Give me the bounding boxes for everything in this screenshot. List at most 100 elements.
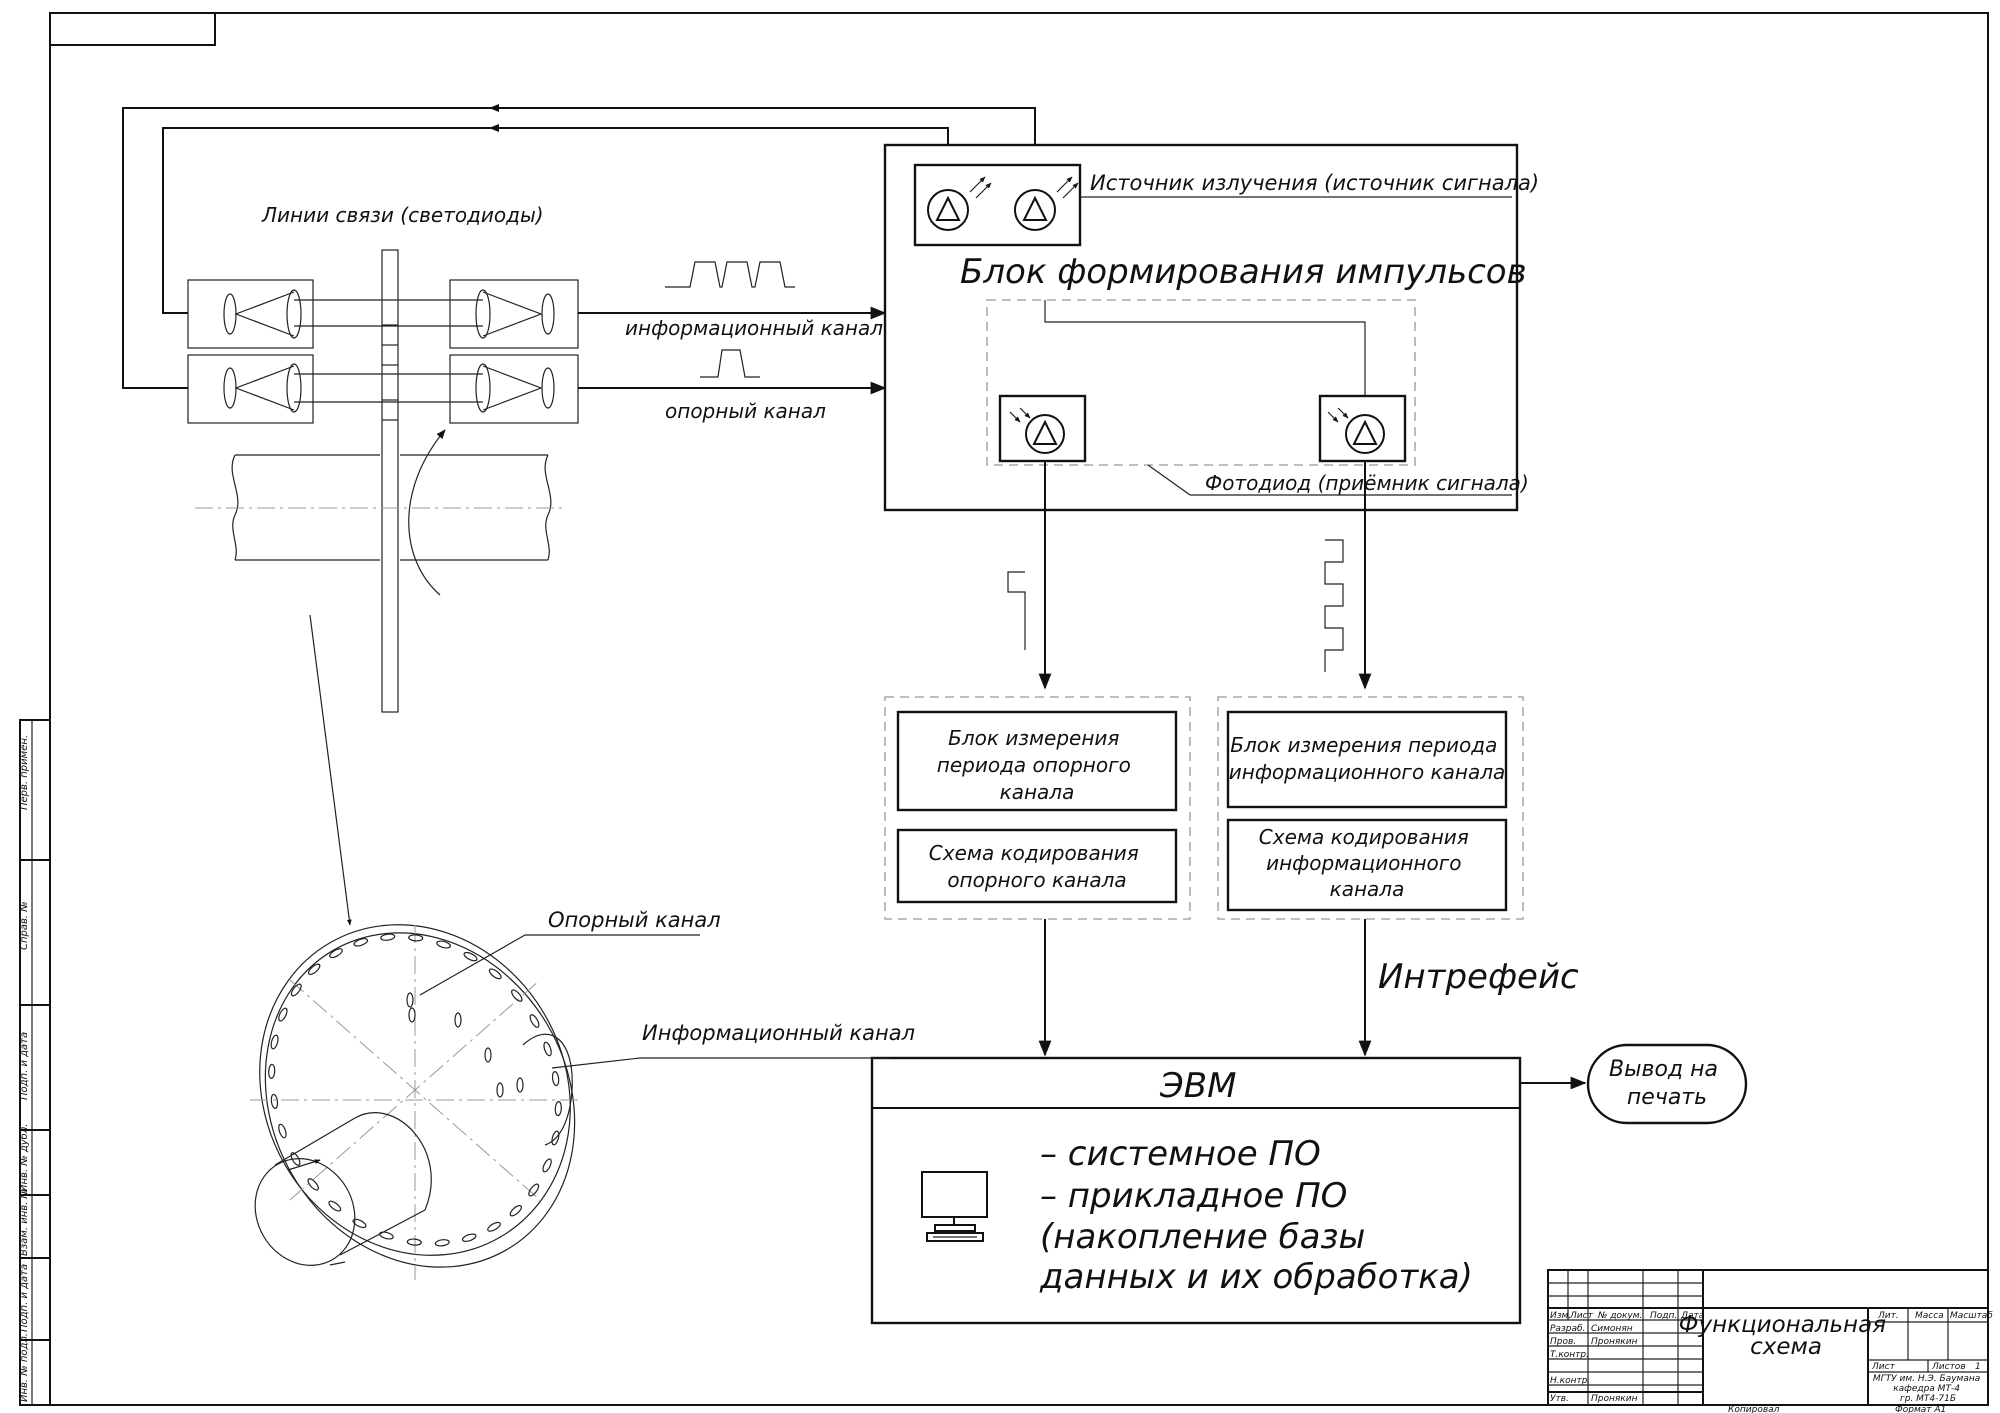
title-block: Изм. Лист № докум. Подп. Дата Разраб. Си… — [1547, 1269, 1993, 1413]
side-stamp-label: Перв. примен. — [19, 735, 30, 810]
source-label: Источник излучения (источник сигнала) — [1090, 171, 1539, 195]
disk-slot — [436, 940, 452, 949]
info-period-text: Блок измерения периода информационного к… — [1229, 733, 1506, 784]
info-channel-label: информационный канал — [625, 316, 883, 340]
disk-slot — [307, 963, 321, 976]
disk-slot — [487, 1221, 501, 1232]
source-feedback-wires — [122, 104, 1036, 389]
disk-slot — [463, 951, 478, 962]
tb-role: Разраб. — [1550, 1324, 1585, 1334]
print-output-text: Вывод на печать — [1609, 1057, 1725, 1110]
tb-role: Утв. — [1550, 1394, 1569, 1404]
disk-slot — [353, 938, 369, 947]
disk-slot — [454, 1012, 462, 1028]
disk-slot — [543, 1041, 552, 1057]
tb-format: Формат А1 — [1895, 1405, 1946, 1413]
tb-org: МГТУ им. Н.Э. Баумана кафедра МТ-4 гр. М… — [1873, 1374, 1983, 1404]
optical-assembly-bottom — [187, 354, 887, 424]
tb-scale: Масштаб — [1950, 1311, 1993, 1321]
tb-role: Пров. — [1550, 1337, 1576, 1347]
computer-block: ЭВМ – системное ПО – прикладное ПО (нако… — [870, 1056, 1522, 1325]
interface-label: Интрефейс — [1378, 957, 1579, 997]
disk-slot — [380, 933, 396, 941]
disk-isometric: Опорный канал Информационный канал — [250, 614, 915, 1280]
disk-slot — [551, 1130, 560, 1146]
info-channel-processing: Блок измерения периода информационного к… — [1217, 696, 1524, 920]
side-stamp-label: Взам. инв. № — [19, 1188, 30, 1256]
tb-role: Т.контр. — [1550, 1350, 1589, 1360]
computer-software-text: – системное ПО – прикладное ПО (накоплен… — [1039, 1134, 1473, 1297]
disk-slot — [408, 934, 424, 942]
led-icon — [927, 176, 992, 231]
photodiode-icon — [1009, 407, 1065, 454]
pulse-block-title: Блок формирования импульсов — [960, 252, 1527, 292]
disk-slot — [434, 1239, 450, 1247]
disk-slot — [406, 992, 414, 1008]
tb-header: № докум. — [1597, 1311, 1642, 1321]
pulse-forming-block: Блок формирования импульсов Источник изл… — [883, 143, 1539, 512]
disk-section — [195, 249, 565, 713]
disk-slot — [406, 1238, 422, 1246]
photodiode-icon — [1327, 407, 1385, 454]
disk-slot — [278, 1007, 288, 1022]
disk-slot — [328, 1200, 342, 1212]
tb-copied: Копировал — [1728, 1405, 1780, 1413]
disk-info-channel-label: Информационный канал — [642, 1021, 915, 1045]
disk-slot — [516, 1077, 524, 1093]
print-output: Вывод на печать — [1586, 1043, 1748, 1125]
info-pulse-shape — [1324, 539, 1344, 672]
side-stamp-label: Справ. № — [19, 901, 30, 950]
disk-slot — [554, 1101, 562, 1117]
disk-slot — [278, 1123, 287, 1139]
disk-slot — [511, 989, 523, 1002]
disk-slot — [461, 1233, 477, 1242]
pulse-signals — [665, 261, 795, 378]
disk-slot — [529, 1014, 540, 1028]
ref-pulse-shape — [1007, 571, 1026, 650]
disk-ref-channel-label: Опорный канал — [548, 908, 721, 932]
computer-title: ЭВМ — [1159, 1066, 1236, 1106]
tb-sheets-value: 1 — [1975, 1362, 1981, 1372]
side-stamp: Перв. примен. Справ. № Подп. и дата Инв.… — [18, 719, 51, 1406]
tb-name: Пронякин — [1591, 1337, 1638, 1347]
tb-header: Подп. — [1650, 1311, 1677, 1321]
tb-sheet: Лист — [1871, 1362, 1896, 1372]
disk-slot — [329, 948, 343, 959]
ref-channel-label: опорный канал — [665, 399, 826, 423]
ref-coding-text: Схема кодирования опорного канала — [929, 841, 1145, 892]
disk-slot — [509, 1204, 523, 1217]
comm-lines-label: Линии связи (светодиоды) — [261, 203, 544, 227]
disk-slot — [270, 1093, 279, 1109]
disk-slot — [484, 1047, 492, 1063]
tb-lit: Лит. — [1877, 1311, 1899, 1321]
optical-assembly-top — [187, 279, 887, 349]
ref-channel-processing: Блок измерения периода опорного канала С… — [884, 696, 1191, 920]
disk-slot — [408, 1007, 416, 1023]
disk-slot — [268, 1063, 276, 1079]
side-stamp-label: Подп. и дата — [19, 1264, 30, 1332]
led-icon — [1014, 176, 1079, 231]
disk-slots — [268, 933, 562, 1247]
computer-icon — [921, 1171, 988, 1242]
disk-slot — [270, 1034, 279, 1050]
tb-header: Лист — [1569, 1311, 1594, 1321]
disk-slot — [528, 1183, 540, 1197]
side-stamp-label: Подп. и дата — [19, 1032, 30, 1100]
disk-slot — [488, 968, 502, 980]
drawing-title: Функциональная схема — [1679, 1312, 1894, 1360]
disk-slot — [290, 1152, 301, 1166]
side-stamp-label: Инв. № подл. — [19, 1333, 30, 1402]
disk-slot — [352, 1218, 367, 1229]
tb-header: Дата — [1680, 1311, 1704, 1321]
ref-period-text: Блок измерения периода опорного канала — [937, 726, 1137, 804]
disk-slot — [378, 1231, 394, 1240]
tb-role: Н.контр. — [1550, 1376, 1590, 1386]
tb-name: Пронякин — [1591, 1394, 1638, 1404]
tb-mass: Масса — [1915, 1311, 1944, 1321]
disk-slot — [290, 983, 302, 997]
tb-header: Изм. — [1550, 1311, 1571, 1321]
disk-slot — [307, 1178, 319, 1191]
disk-slot — [496, 1082, 504, 1098]
info-coding-text: Схема кодирования информационного канала — [1259, 825, 1475, 901]
